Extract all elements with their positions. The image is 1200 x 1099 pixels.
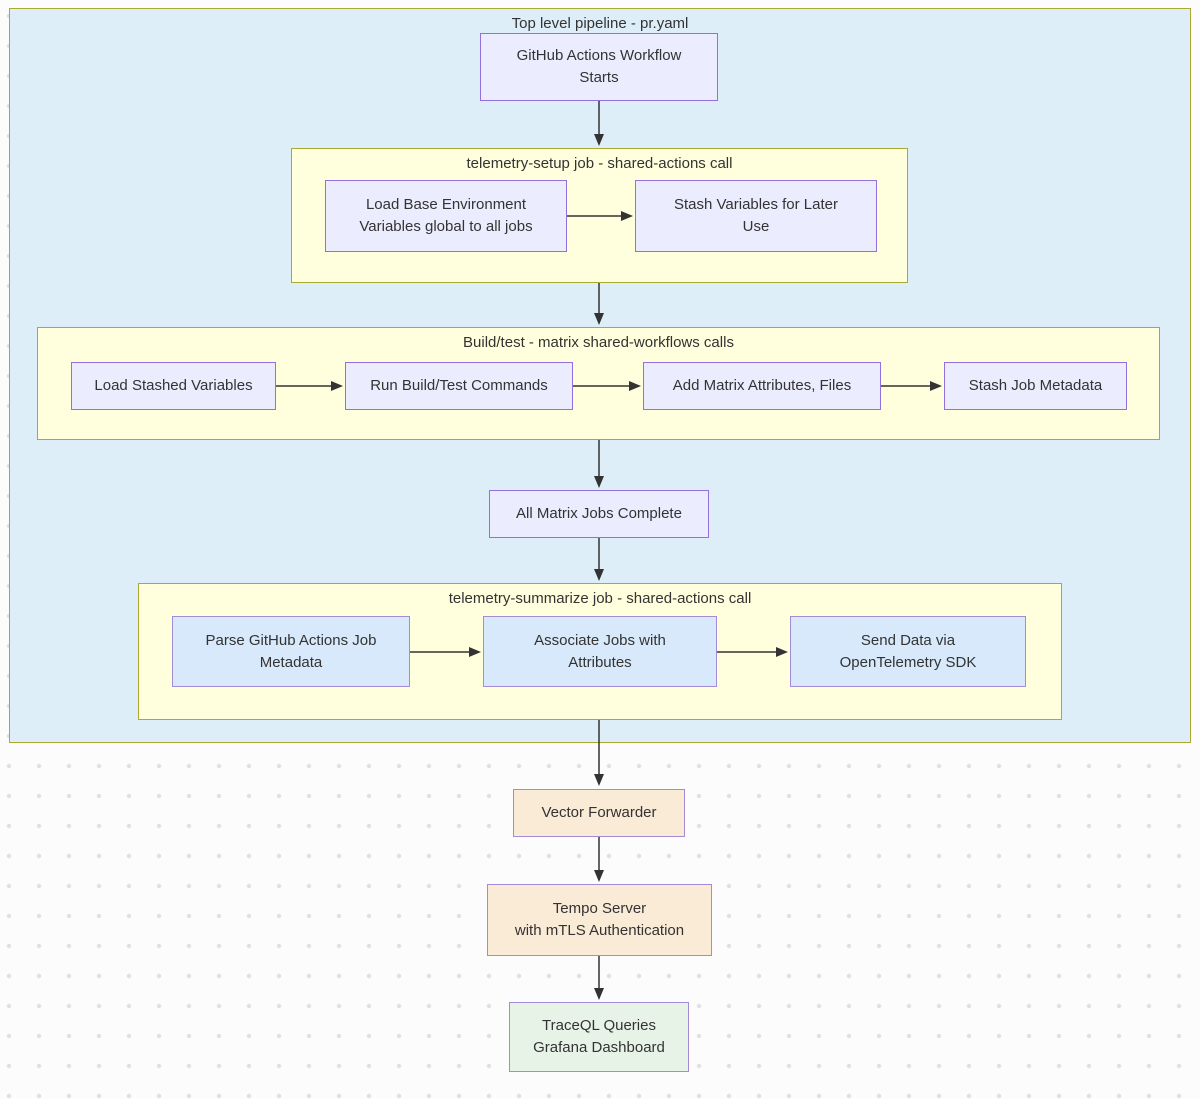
node-parse-github-actions-job-metadata: Parse GitHub Actions Job Metadata xyxy=(172,616,410,687)
node-associate-jobs-with-attributes: Associate Jobs with Attributes xyxy=(483,616,717,687)
node-github-actions-workflow-starts: GitHub Actions Workflow Starts xyxy=(480,33,718,101)
cluster-title-build-test: Build/test - matrix shared-workflows cal… xyxy=(463,334,734,351)
node-stash-variables-for-later-use: Stash Variables for Later Use xyxy=(635,180,877,252)
node-load-stashed-variables: Load Stashed Variables xyxy=(71,362,276,410)
node-stash-job-metadata: Stash Job Metadata xyxy=(944,362,1127,410)
cluster-title-telemetry-setup: telemetry-setup job - shared-actions cal… xyxy=(466,155,733,172)
node-add-matrix-attributes-files: Add Matrix Attributes, Files xyxy=(643,362,881,410)
node-load-base-environment-variables: Load Base Environment Variables global t… xyxy=(325,180,567,252)
cluster-title-telemetry-summarize: telemetry-summarize job - shared-actions… xyxy=(448,590,752,607)
node-run-build-test-commands: Run Build/Test Commands xyxy=(345,362,573,410)
node-tempo-server: Tempo Server with mTLS Authentication xyxy=(487,884,712,956)
node-send-data-via-opentelemetry-sdk: Send Data via OpenTelemetry SDK xyxy=(790,616,1026,687)
node-all-matrix-jobs-complete: All Matrix Jobs Complete xyxy=(489,490,709,538)
node-vector-forwarder: Vector Forwarder xyxy=(513,789,685,837)
node-traceql-queries-grafana-dashboard: TraceQL Queries Grafana Dashboard xyxy=(509,1002,689,1072)
cluster-title-top-level-pipeline: Top level pipeline - pr.yaml xyxy=(511,15,689,32)
